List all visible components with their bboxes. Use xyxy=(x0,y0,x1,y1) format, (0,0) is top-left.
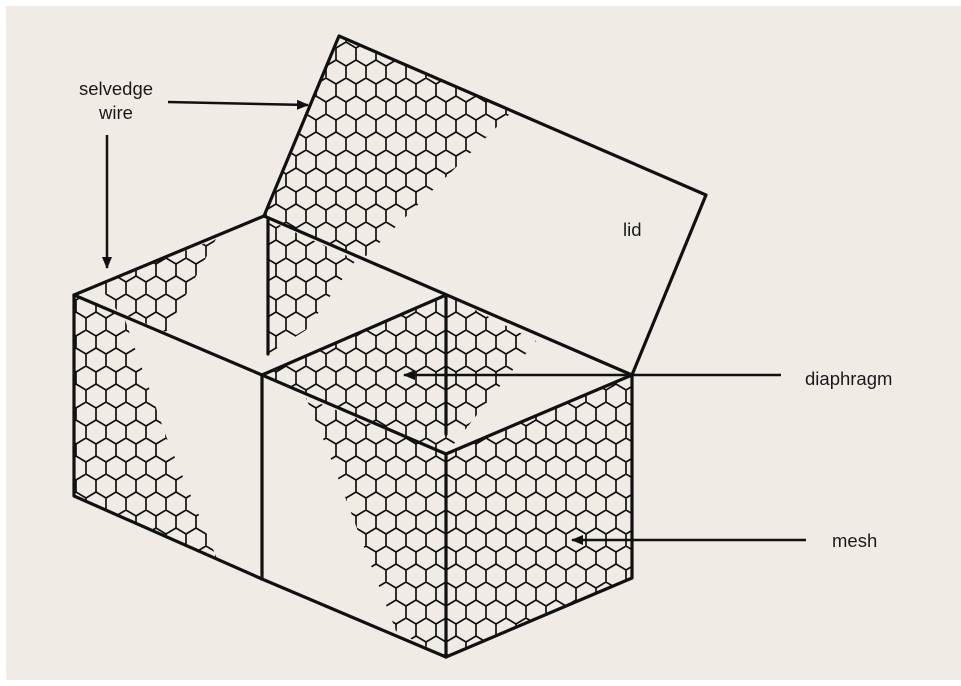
diagram-panel: selvedge wire lid diaphragm mesh xyxy=(6,6,961,680)
diaphragm-label: diaphragm xyxy=(805,367,892,391)
selvedge-label-line2: wire xyxy=(66,101,166,125)
selvedge-label-line1: selvedge xyxy=(66,77,166,101)
selvedge-wire-label: selvedge wire xyxy=(66,77,166,125)
mesh-label: mesh xyxy=(832,529,877,553)
lid-label: lid xyxy=(623,218,642,242)
